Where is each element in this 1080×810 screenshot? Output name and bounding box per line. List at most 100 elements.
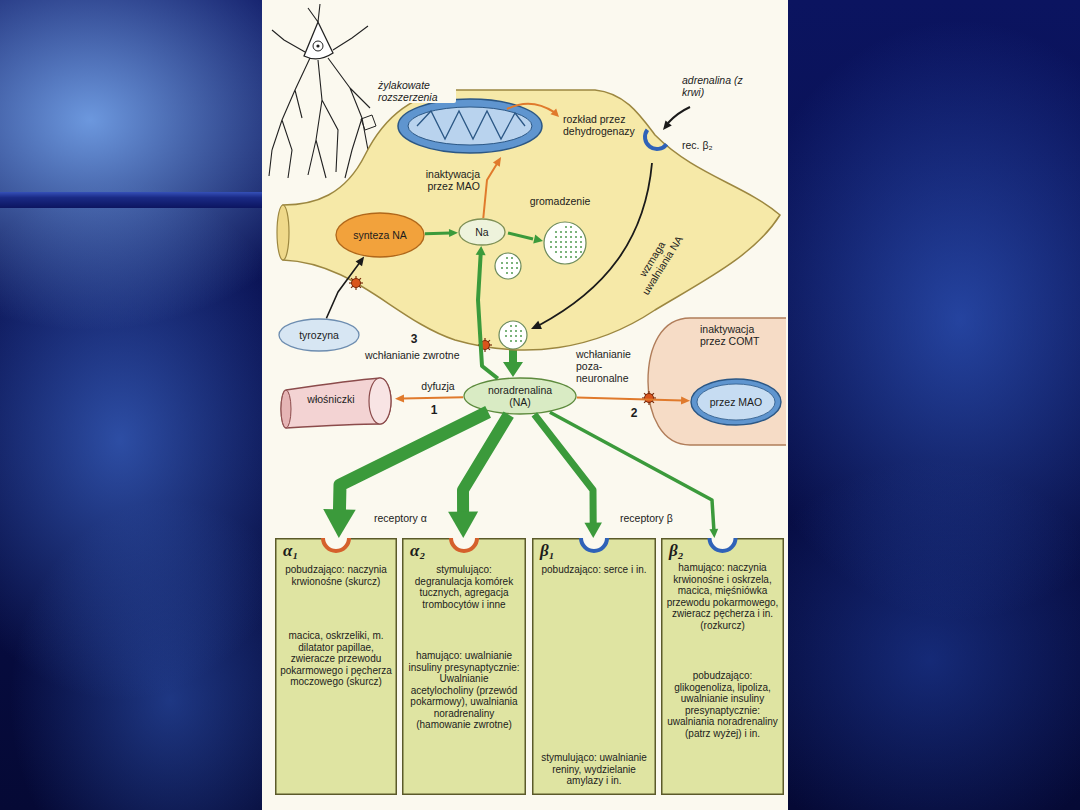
vesicle-granule bbox=[555, 236, 557, 238]
vesicle-granule bbox=[560, 246, 562, 248]
receptor-cup bbox=[710, 538, 736, 551]
vesicle-granule bbox=[511, 257, 513, 259]
vesicle-granule bbox=[575, 241, 577, 243]
vesicle-granule bbox=[506, 267, 508, 269]
neuron-nucleus bbox=[313, 41, 323, 51]
receptor-box: β₂hamująco: naczynia krwionośne i oskrze… bbox=[661, 538, 784, 795]
transporter-symbol bbox=[478, 338, 492, 352]
connector-head bbox=[323, 509, 355, 538]
vesicle bbox=[495, 253, 521, 279]
synthesis-ellipse-fill bbox=[336, 213, 424, 257]
vesicle-granule bbox=[555, 251, 557, 253]
receptor-cup-inner bbox=[710, 538, 736, 551]
transporter-core bbox=[645, 394, 654, 403]
vesicle-granule bbox=[570, 256, 572, 258]
title-bar bbox=[0, 192, 262, 208]
connector-head bbox=[584, 523, 601, 538]
receptor-box-fill bbox=[533, 539, 656, 795]
vesicle-granule bbox=[510, 330, 512, 332]
vesicle-granule bbox=[555, 241, 557, 243]
vesicle-granule bbox=[565, 231, 567, 233]
node-text: macica, oskrzeliki, m. dilatator papilla… bbox=[280, 630, 392, 688]
node-text: pobudzająco: serce i in. bbox=[537, 564, 651, 576]
receptor-box: α₁ pobudzająco: naczynia krwionośne (skur… bbox=[275, 538, 397, 795]
receptor-box-fill bbox=[403, 539, 526, 795]
node-text: synteza NA bbox=[353, 229, 407, 241]
vesicle-granule bbox=[510, 325, 512, 327]
receptor-cup-inner bbox=[581, 538, 607, 551]
vesicle-granule bbox=[560, 231, 562, 233]
receptor-cup-inner bbox=[323, 538, 349, 551]
node-text: tyrozyna bbox=[299, 329, 339, 341]
node-text: pobudzająco: naczynia krwionośne (skurcz… bbox=[280, 564, 392, 587]
varicosity-membrane bbox=[283, 90, 780, 350]
tyrosine-ellipse-fill bbox=[279, 319, 359, 351]
vesicle-granule bbox=[515, 330, 517, 332]
vesicle-granule bbox=[505, 330, 507, 332]
vesicle-granule bbox=[515, 340, 517, 342]
vesicle-granule bbox=[550, 246, 552, 248]
annotation: adrenalina (z krwi) bbox=[680, 74, 754, 98]
connector-line bbox=[463, 415, 509, 516]
vesicle bbox=[544, 222, 586, 264]
vesicle-granule bbox=[506, 262, 508, 264]
group-label: receptory β bbox=[618, 512, 688, 524]
receptor-cup bbox=[581, 538, 607, 551]
receptor-cup bbox=[645, 130, 667, 149]
vesicle-granule bbox=[511, 267, 513, 269]
receptor-heading: α₁ bbox=[283, 542, 319, 559]
connector-line bbox=[403, 397, 464, 398]
vesicle bbox=[499, 321, 527, 349]
transporter-symbol bbox=[349, 276, 363, 290]
mitochondrion: przez MAO bbox=[690, 378, 782, 426]
vesicle-granule bbox=[565, 256, 567, 258]
vesicle-granule bbox=[570, 246, 572, 248]
vesicle-granule bbox=[565, 251, 567, 253]
receptor-box: α₂stymulująco: degranulacja komórek tucz… bbox=[402, 538, 526, 795]
neuron-body bbox=[304, 22, 333, 59]
vesicle-granule bbox=[565, 226, 567, 228]
transporter-symbol bbox=[642, 391, 656, 405]
capillary-wall bbox=[281, 378, 391, 428]
vesicle-granule bbox=[506, 257, 508, 259]
noradrenaline-ellipse-fill bbox=[464, 378, 576, 414]
node-text: Na bbox=[475, 226, 488, 238]
vesicle-granule bbox=[560, 236, 562, 238]
vesicle-granule bbox=[555, 231, 557, 233]
receptor-box-fill bbox=[662, 539, 784, 795]
connector bbox=[323, 412, 488, 538]
vesicle-granule bbox=[575, 236, 577, 238]
node-text: pobudzająco: glikogenoliza, lipoliza, uw… bbox=[666, 670, 779, 739]
node-text: noradrenalina (NA) bbox=[480, 384, 560, 408]
effector-cell: inaktywacja przez COMT przez MAO bbox=[648, 318, 786, 445]
varicosity-outline bbox=[275, 85, 780, 360]
vesicle-granule bbox=[565, 241, 567, 243]
magnified-varicosity-marker bbox=[361, 115, 376, 130]
vesicle-granule bbox=[565, 236, 567, 238]
vesicle-granule bbox=[520, 330, 522, 332]
node-text: włośniczki bbox=[288, 393, 374, 405]
receptor-heading: β₂ bbox=[669, 542, 705, 559]
capillary-opening bbox=[369, 378, 391, 424]
release-enhancement-arrow bbox=[539, 163, 652, 326]
vesicle-granule bbox=[580, 241, 582, 243]
receptor-cup bbox=[451, 538, 477, 551]
node-text: hamująco: uwalnianie insuliny presynapty… bbox=[407, 650, 521, 731]
node-text: stymulująco: uwalnianie reniny, wydziela… bbox=[537, 752, 651, 787]
vesicle-granule bbox=[516, 262, 518, 264]
node-text: inaktywacja przez COMT bbox=[700, 323, 782, 347]
vesicle-granule bbox=[510, 335, 512, 337]
capillary-end bbox=[281, 390, 291, 428]
vesicle-granule bbox=[550, 241, 552, 243]
callout-number: 3 bbox=[406, 333, 422, 347]
mitochondrion-inner bbox=[697, 384, 775, 420]
vesicle-granule bbox=[520, 340, 522, 342]
receptor-label: rec. β₂ bbox=[680, 139, 730, 151]
axon-cut bbox=[277, 205, 289, 260]
edge-label: dyfuzja bbox=[414, 380, 462, 392]
transporter-core bbox=[481, 341, 490, 350]
vesicle-granule bbox=[580, 251, 582, 253]
vesicle-granule bbox=[575, 246, 577, 248]
adrenaline-arrow-head bbox=[663, 120, 672, 130]
